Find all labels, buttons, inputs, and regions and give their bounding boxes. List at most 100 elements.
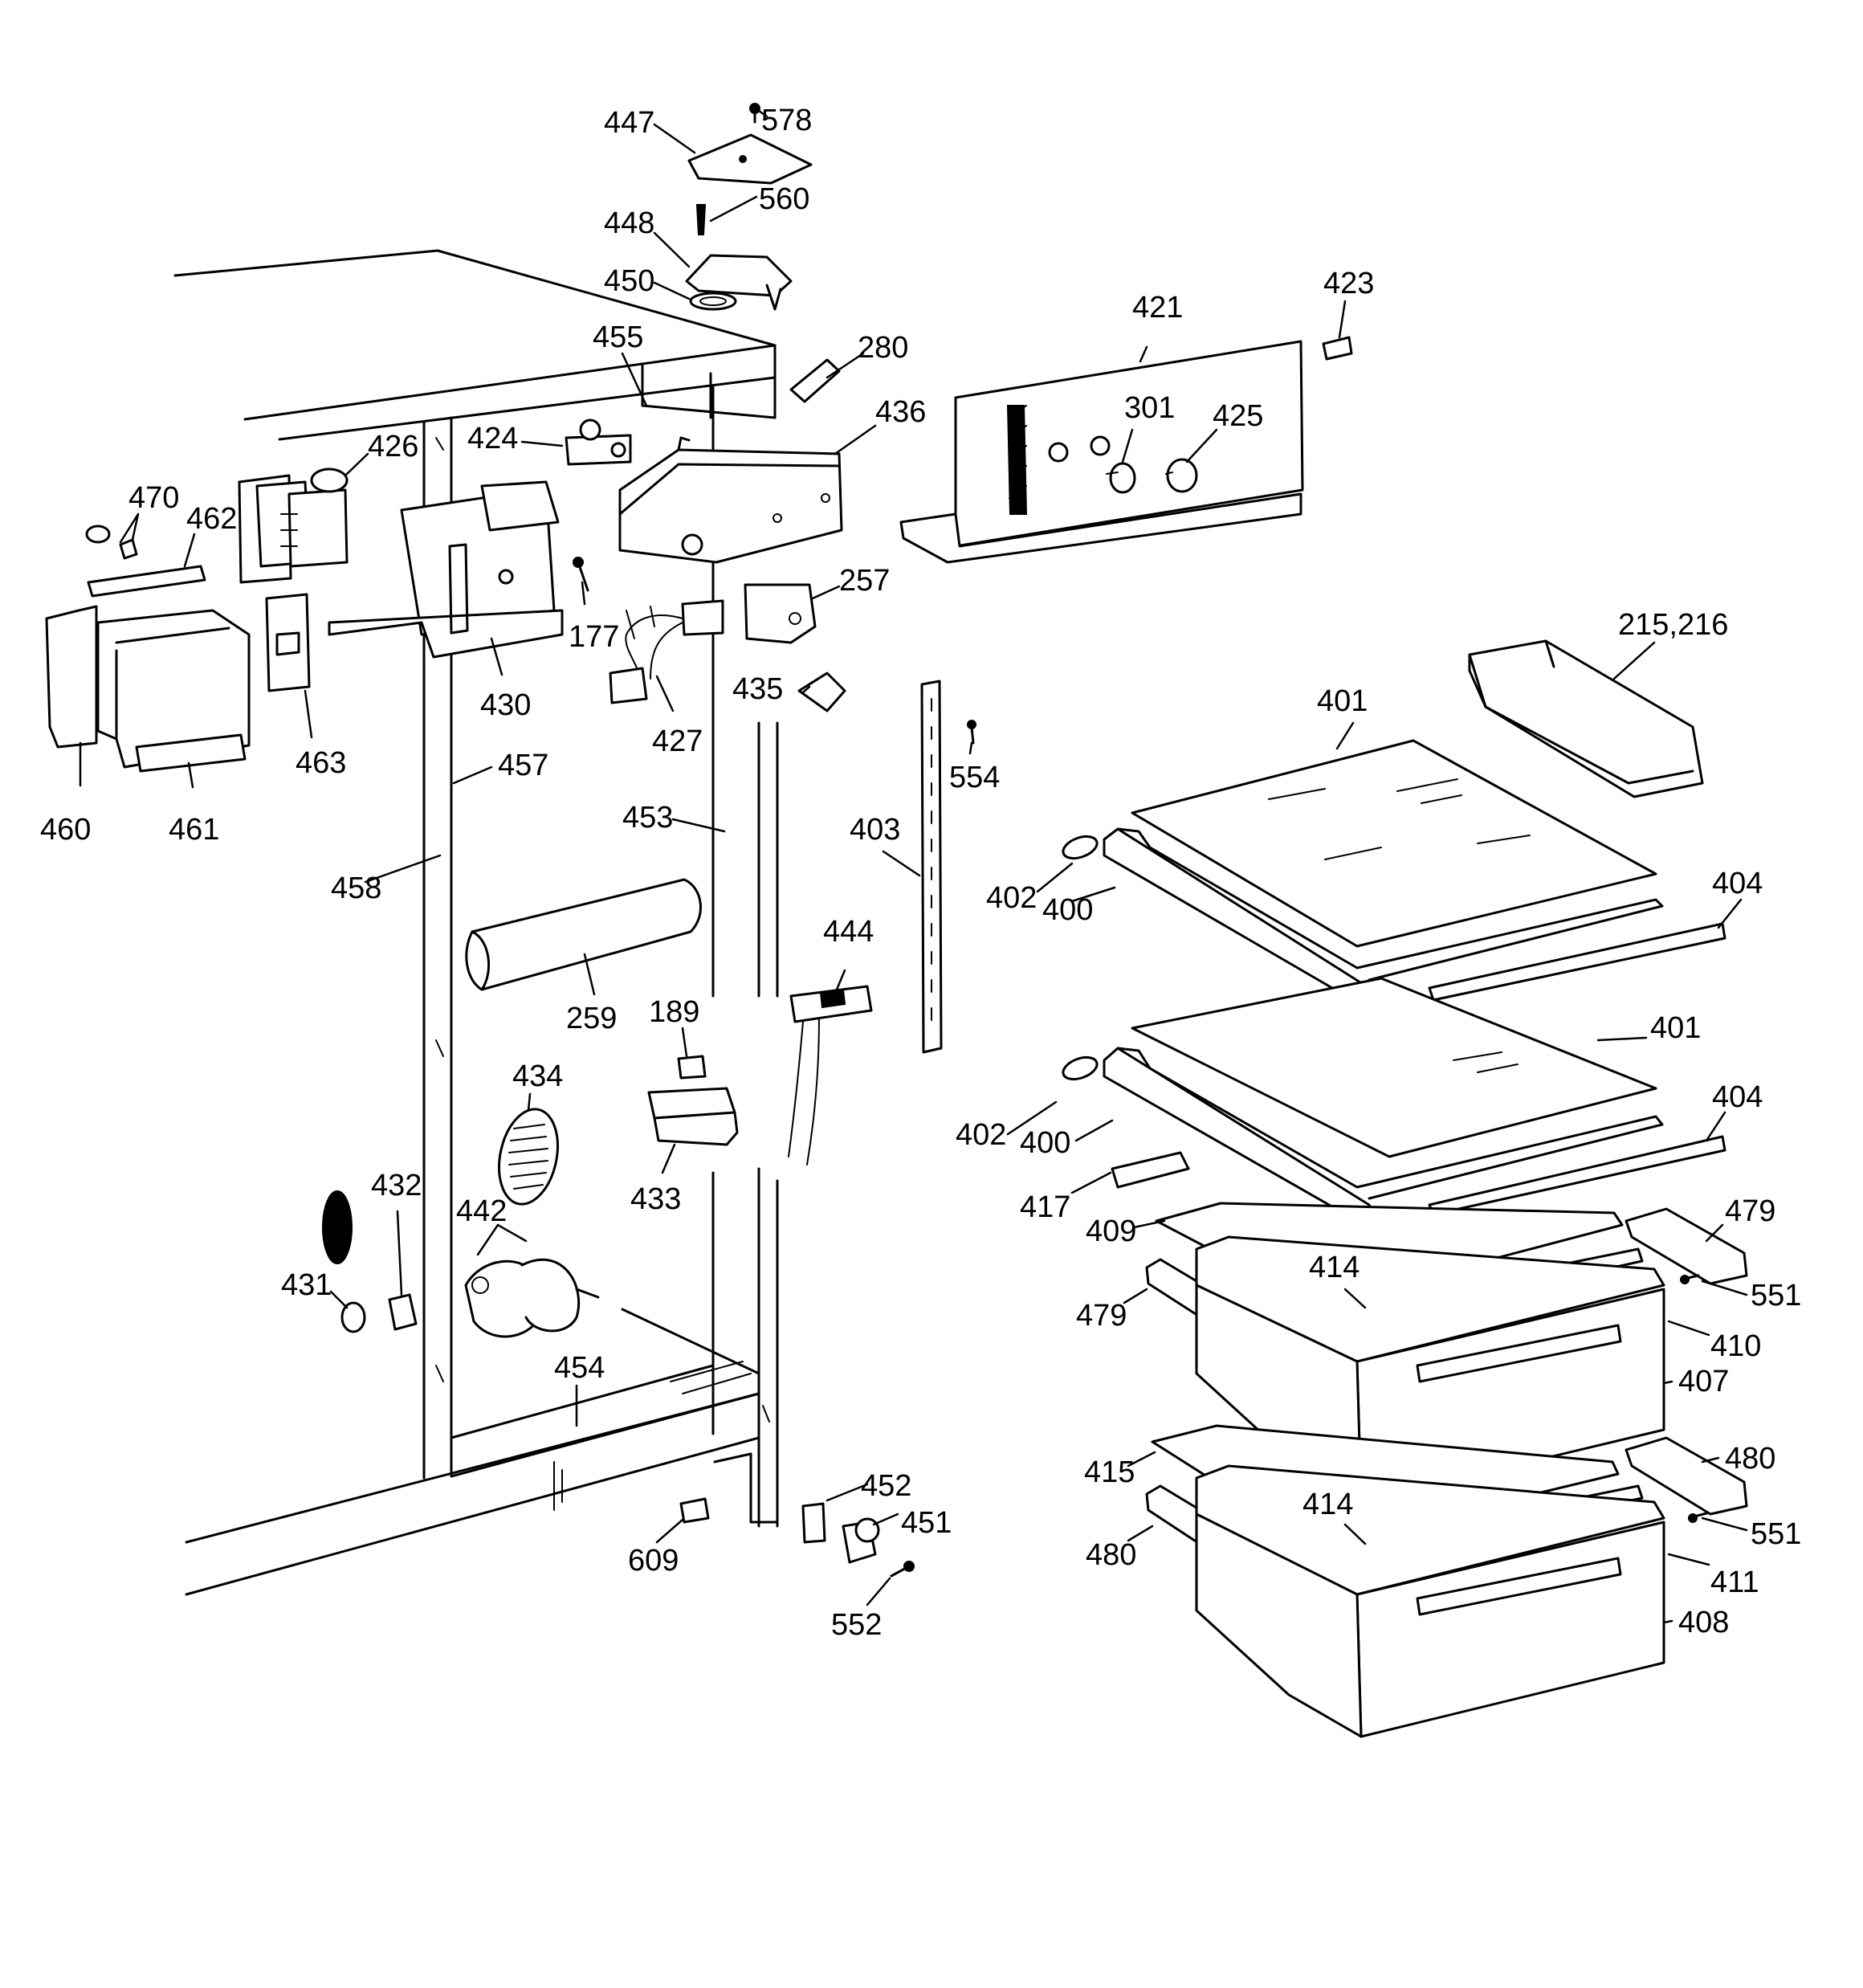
label-461: 461 xyxy=(169,813,219,847)
rail-480-right xyxy=(1625,1436,1748,1516)
label-410: 410 xyxy=(1710,1329,1761,1363)
fastener-431 xyxy=(340,1301,366,1333)
top-hinge-assembly xyxy=(685,103,813,311)
label-457: 457 xyxy=(498,749,548,782)
label-480-left: 480 xyxy=(1086,1538,1136,1572)
label-551-lower: 551 xyxy=(1751,1517,1801,1551)
label-434: 434 xyxy=(512,1059,563,1093)
label-421: 421 xyxy=(1132,291,1183,325)
callout-labels: 447 578 560 448 450 455 280 421 423 436 … xyxy=(40,104,1801,1642)
duct-259 xyxy=(465,878,702,991)
label-453: 453 xyxy=(622,801,673,835)
damper-426 xyxy=(238,467,349,584)
bushing-432 xyxy=(388,1293,418,1331)
evaporator-cover-430 xyxy=(328,480,564,659)
label-177: 177 xyxy=(569,620,619,654)
housing-460-461-462 xyxy=(45,525,251,773)
label-415: 415 xyxy=(1084,1455,1135,1489)
label-470: 470 xyxy=(128,481,179,515)
part-435 xyxy=(797,672,846,712)
knob-425 xyxy=(1166,458,1198,493)
hinge-shim xyxy=(689,292,737,311)
label-402-upper: 402 xyxy=(986,881,1037,915)
label-402-lower: 402 xyxy=(956,1118,1006,1152)
label-259: 259 xyxy=(566,1002,617,1035)
knob-301 xyxy=(1109,462,1136,494)
label-430: 430 xyxy=(480,688,531,722)
label-215-216: 215,216 xyxy=(1618,608,1728,642)
hinge-bracket xyxy=(685,254,793,297)
label-426: 426 xyxy=(368,430,418,463)
label-479-right: 479 xyxy=(1725,1194,1775,1228)
timer-257 xyxy=(744,583,817,644)
label-432: 432 xyxy=(371,1169,422,1202)
label-455: 455 xyxy=(593,320,643,354)
label-414-upper: 414 xyxy=(1309,1251,1360,1284)
label-403: 403 xyxy=(850,813,900,847)
screw-554 xyxy=(970,725,975,745)
label-435: 435 xyxy=(732,672,783,706)
label-448: 448 xyxy=(604,206,654,240)
shelf-upper xyxy=(1062,739,1726,1009)
rail-479-right xyxy=(1625,1207,1748,1285)
label-414-lower: 414 xyxy=(1302,1488,1353,1521)
label-452: 452 xyxy=(861,1469,911,1503)
shelf-ladder-403 xyxy=(920,680,943,1054)
label-404-upper: 404 xyxy=(1712,867,1763,900)
thermostat-424 xyxy=(565,418,632,466)
control-panel-421 xyxy=(899,340,1304,564)
label-454: 454 xyxy=(554,1351,605,1385)
label-411: 411 xyxy=(1710,1565,1759,1599)
bracket-463 xyxy=(265,593,311,692)
label-460: 460 xyxy=(40,813,91,847)
label-400-lower: 400 xyxy=(1020,1126,1070,1160)
label-463: 463 xyxy=(296,746,346,780)
label-427: 427 xyxy=(652,725,703,758)
label-257: 257 xyxy=(839,564,890,598)
label-423: 423 xyxy=(1323,267,1374,300)
label-447: 447 xyxy=(604,106,654,140)
label-554: 554 xyxy=(949,761,1000,794)
label-401-upper: 401 xyxy=(1317,684,1368,718)
label-301: 301 xyxy=(1124,391,1175,425)
light-shield-434 xyxy=(498,1108,559,1206)
label-480-right: 480 xyxy=(1725,1442,1775,1476)
label-401-lower: 401 xyxy=(1650,1011,1701,1045)
label-578: 578 xyxy=(761,104,812,137)
bracket-452 xyxy=(801,1502,826,1544)
label-436: 436 xyxy=(875,395,926,429)
label-424: 424 xyxy=(467,422,518,455)
label-551-upper: 551 xyxy=(1751,1279,1801,1312)
label-431: 431 xyxy=(281,1268,332,1302)
hinge-cover xyxy=(687,133,813,185)
label-425: 425 xyxy=(1213,399,1263,433)
switch-444 xyxy=(788,985,873,1165)
shelf-lower xyxy=(1062,977,1726,1227)
label-400-upper: 400 xyxy=(1042,893,1093,927)
control-housing-436 xyxy=(618,436,843,564)
label-417: 417 xyxy=(1020,1190,1070,1224)
label-433: 433 xyxy=(630,1182,681,1216)
label-444: 444 xyxy=(823,915,874,949)
label-409: 409 xyxy=(1086,1214,1136,1248)
label-609: 609 xyxy=(628,1544,679,1578)
label-479-left: 479 xyxy=(1076,1299,1127,1333)
label-280: 280 xyxy=(858,331,908,365)
bulb-423 xyxy=(1322,336,1353,361)
part-417 xyxy=(1111,1151,1190,1189)
fan-motor-442 xyxy=(464,1258,600,1338)
label-552: 552 xyxy=(831,1608,882,1642)
label-404-lower: 404 xyxy=(1712,1080,1763,1114)
pin-280 xyxy=(789,358,841,403)
screw-560 xyxy=(695,204,707,235)
label-407: 407 xyxy=(1678,1365,1729,1398)
meat-pan-408 xyxy=(1195,1464,1665,1738)
leader-lines xyxy=(79,109,1748,1624)
label-408: 408 xyxy=(1678,1606,1729,1639)
label-451: 451 xyxy=(901,1506,952,1540)
bracket-433 xyxy=(647,1087,739,1146)
label-442: 442 xyxy=(456,1194,507,1228)
label-450: 450 xyxy=(604,264,654,298)
door-bin-215-216 xyxy=(1468,639,1704,798)
part-609 xyxy=(679,1497,710,1524)
